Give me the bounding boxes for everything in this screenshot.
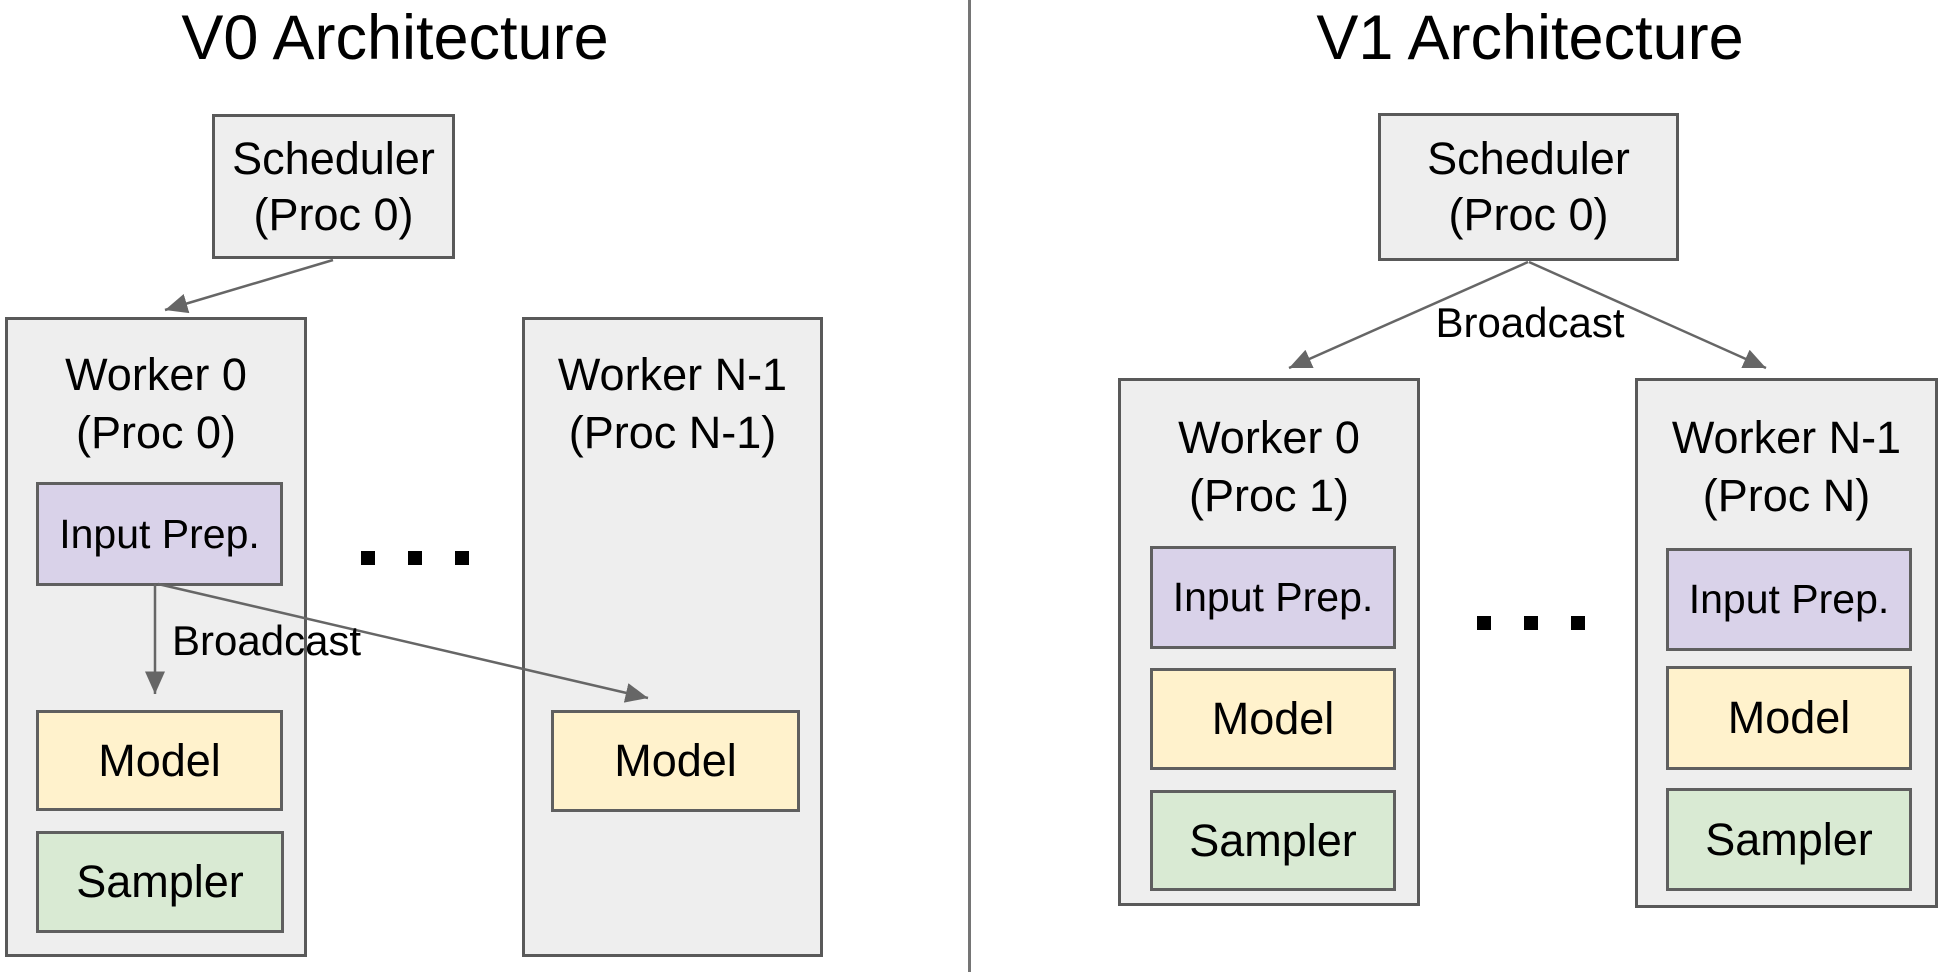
v1-workerN-label: Worker N-1 (Proc N) [1638,409,1935,525]
panel-divider [968,0,971,972]
v1-ellipsis-dot [1571,616,1585,630]
v0-workerN-subtitle: (Proc N-1) [568,407,777,458]
v1-title: V1 Architecture [1316,3,1744,73]
v1-workerN-sampler-label: Sampler [1705,813,1873,865]
v1-worker0-label: Worker 0 (Proc 1) [1121,409,1417,525]
v0-worker0-sampler-label: Sampler [76,856,244,907]
v0-workerN-model-box: Model [551,710,800,812]
v1-worker0-sampler-box: Sampler [1150,790,1396,891]
v0-worker0-label: Worker 0 (Proc 0) [8,346,304,462]
v1-worker0-sampler-label: Sampler [1189,814,1357,866]
v1-worker0-input-prep-label: Input Prep. [1172,574,1374,620]
v1-worker0-box: Worker 0 (Proc 1) Input Prep. Model Samp… [1118,378,1420,906]
v0-worker0-model-box: Model [36,710,283,811]
v0-workerN-model-label: Model [614,735,737,786]
v0-scheduler-title: Scheduler [232,132,435,184]
v0-workerN-title: Worker N-1 [557,349,788,400]
v1-worker0-subtitle: (Proc 1) [1188,470,1350,521]
v0-worker0-model-label: Model [98,734,221,786]
v1-broadcast-label: Broadcast [1435,299,1625,346]
v1-workerN-input-prep-label: Input Prep. [1688,576,1890,622]
v0-worker0-subtitle: (Proc 0) [75,407,237,458]
v0-scheduler-subtitle: (Proc 0) [253,188,414,240]
v0-scheduler-box: Scheduler (Proc 0) [212,114,455,259]
v1-ellipsis-dot [1524,616,1538,630]
v1-scheduler-subtitle: (Proc 0) [1448,189,1609,240]
v0-workerN-box: Worker N-1 (Proc N-1) Model [522,317,823,957]
v1-scheduler-box: Scheduler (Proc 0) [1378,113,1679,261]
v0-workerN-label: Worker N-1 (Proc N-1) [525,346,820,462]
v1-worker0-model-label: Model [1211,693,1335,744]
v0-scheduler-to-worker0-arrow [164,258,334,314]
v0-worker0-sampler-box: Sampler [36,831,284,933]
v0-ellipsis [361,551,469,565]
v0-worker0-title: Worker 0 [65,349,247,400]
v0-ellipsis-dot [408,551,422,565]
v1-workerN-subtitle: (Proc N) [1702,470,1871,521]
v1-worker0-model-box: Model [1150,668,1396,770]
v1-workerN-model-label: Model [1727,692,1851,743]
v1-workerN-input-prep-box: Input Prep. [1666,548,1912,651]
v1-workerN-sampler-box: Sampler [1666,788,1912,891]
v1-workerN-title: Worker N-1 [1671,412,1902,463]
v0-worker0-input-prep-box: Input Prep. [36,482,283,586]
v0-title: V0 Architecture [181,3,609,73]
v1-workerN-box: Worker N-1 (Proc N) Input Prep. Model Sa… [1635,378,1938,908]
v0-worker0-input-prep-label: Input Prep. [59,510,260,557]
v1-worker0-title: Worker 0 [1178,412,1360,463]
v1-ellipsis-dot [1477,616,1491,630]
v1-workerN-model-box: Model [1666,666,1912,770]
v1-scheduler-title: Scheduler [1427,133,1630,184]
v0-ellipsis-dot [361,551,375,565]
v0-ellipsis-dot [455,551,469,565]
v1-ellipsis [1477,616,1585,630]
v0-broadcast-label: Broadcast [172,617,362,664]
v1-worker0-input-prep-box: Input Prep. [1150,546,1396,649]
